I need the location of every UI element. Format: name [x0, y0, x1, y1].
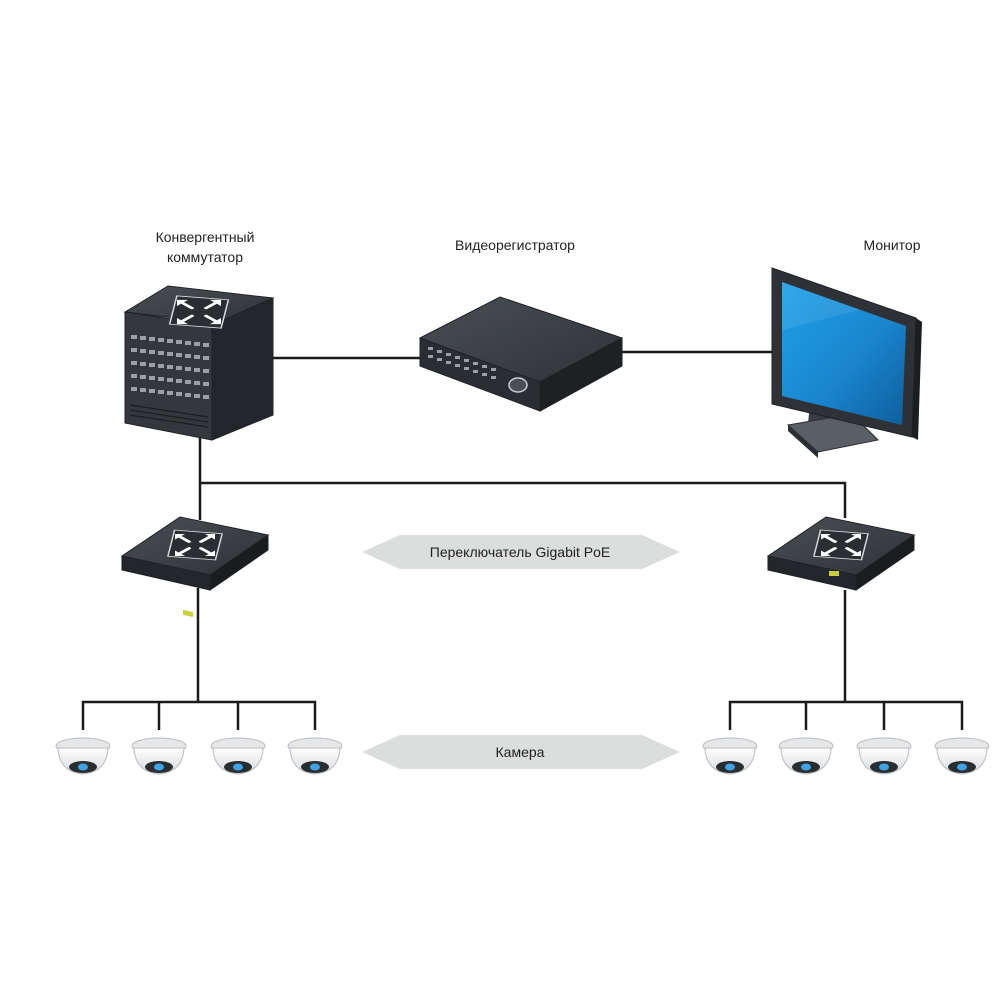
dome-camera-icon [210, 737, 266, 775]
four-arrows-icon [813, 529, 869, 561]
core-switch-ports [131, 335, 209, 399]
link-core-to-right-switch [200, 481, 847, 518]
poe-switch-right-led [829, 571, 839, 576]
core-switch-label-line1: Конвергентный [156, 229, 255, 245]
core-switch-label-line2: коммутатор [167, 249, 243, 265]
dome-camera-icon [778, 737, 834, 775]
poe-switch-callout [362, 535, 680, 569]
nvr-device [418, 296, 624, 412]
camera-label: Камера [496, 744, 545, 760]
dome-camera-icon [856, 737, 912, 775]
monitor-label: Монитор [864, 237, 921, 253]
link-left-camera-bus [81, 700, 317, 730]
cameras-left [55, 737, 343, 775]
dome-camera-icon [55, 737, 111, 775]
nvr-jog-dial [508, 377, 528, 393]
monitor-screen [782, 282, 906, 425]
dome-camera-icon [934, 737, 990, 775]
dome-camera-icon [131, 737, 187, 775]
poe-switch-left [120, 516, 270, 618]
four-arrows-icon [167, 529, 223, 561]
core-switch [123, 285, 275, 441]
connections [81, 350, 964, 730]
dome-camera-icon [287, 737, 343, 775]
monitor-device [771, 267, 922, 458]
four-arrows-icon [168, 295, 230, 329]
poe-switch-right [766, 516, 916, 591]
nvr-label: Видеорегистратор [455, 237, 575, 253]
cameras-right [702, 737, 990, 775]
nvr-buttons [428, 347, 496, 379]
poe-switch-label: Переключатель Gigabit PoE [430, 544, 610, 560]
poe-switch-left-led [183, 609, 193, 618]
link-right-camera-bus [728, 700, 964, 730]
camera-callout [362, 735, 680, 769]
core-switch-vents [129, 404, 209, 428]
dome-camera-icon [702, 737, 758, 775]
